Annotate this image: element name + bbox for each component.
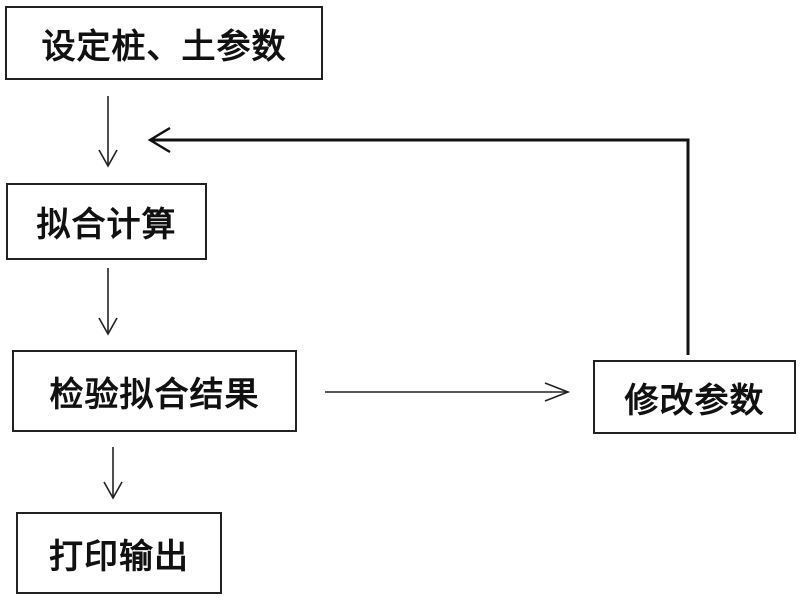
step-fitting-calculation: 拟合计算	[6, 183, 207, 260]
arrow-fit-to-check	[98, 268, 118, 336]
arrow-check-to-print	[103, 447, 123, 500]
step-modify-params: 修改参数	[593, 360, 796, 434]
step-print-output-label: 打印输出	[49, 536, 189, 577]
step-check-fitting-result: 检验拟合结果	[12, 350, 297, 432]
step-check-fitting-result-label: 检验拟合结果	[49, 374, 260, 415]
step-print-output: 打印输出	[16, 512, 222, 594]
arrow-set-to-fit	[98, 96, 118, 168]
arrow-modify-feedback	[147, 126, 690, 355]
step-modify-params-label: 修改参数	[624, 380, 765, 421]
step-fitting-calculation-label: 拟合计算	[36, 205, 177, 245]
arrow-check-to-modify	[325, 382, 571, 402]
step-set-pile-soil-params: 设定桩、土参数	[5, 6, 323, 80]
step-set-pile-soil-params-label: 设定桩、土参数	[41, 26, 287, 67]
